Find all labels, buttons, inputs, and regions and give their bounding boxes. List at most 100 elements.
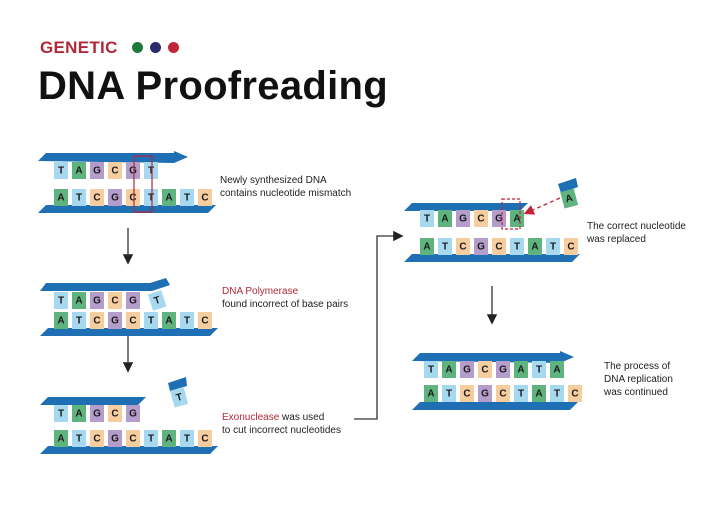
- svg-text:T: T: [424, 214, 430, 225]
- step1-top-nucleotide-a: A: [72, 162, 86, 179]
- svg-text:G: G: [93, 166, 101, 177]
- step4-bottom-nucleotide-c: C: [456, 238, 470, 255]
- step4-top-nucleotide-t: T: [420, 210, 434, 227]
- step1-top-nucleotide-t: T: [54, 162, 68, 179]
- step3-bottom-nucleotide-c: C: [90, 430, 104, 447]
- caption-step5-line3: was continued: [604, 387, 668, 398]
- svg-text:T: T: [536, 365, 542, 376]
- step2-top-nucleotide-g: G: [126, 292, 140, 309]
- step5-bottom-nucleotide-c: C: [568, 385, 582, 402]
- caption-step4-line1: The correct nucleotide: [587, 221, 686, 232]
- step3-bottom-nucleotide-t: T: [180, 430, 194, 447]
- svg-text:G: G: [495, 214, 503, 225]
- caption-step1-line1: Newly synthesized DNA: [220, 175, 327, 186]
- step5-top-nucleotide-t: T: [532, 361, 546, 378]
- step2-top-nucleotide-c: C: [108, 292, 122, 309]
- step1-top-nucleotide-t: T: [144, 162, 158, 179]
- step2-bottom-nucleotide-c: C: [198, 312, 212, 329]
- svg-text:A: A: [423, 242, 430, 253]
- svg-text:C: C: [129, 193, 136, 204]
- svg-text:C: C: [111, 296, 118, 307]
- step3-top-nucleotide-g: G: [90, 405, 104, 422]
- step5-top-backbone: [412, 351, 574, 363]
- incoming-nucleotide-arrow: [523, 197, 561, 215]
- svg-text:C: C: [93, 193, 100, 204]
- caption-step5-line1: The process of: [604, 361, 671, 372]
- svg-text:A: A: [165, 434, 172, 445]
- step1-bottom-backbone: [38, 205, 216, 213]
- svg-text:C: C: [201, 316, 208, 327]
- step4-incoming-nucleotide-a: A: [560, 188, 579, 209]
- caption-step3-rest2: to cut incorrect nucleotides: [222, 425, 341, 436]
- svg-text:C: C: [567, 242, 574, 253]
- step2-bottom-nucleotide-a: A: [54, 312, 68, 329]
- step5-bottom-nucleotide-a: A: [532, 385, 546, 402]
- svg-text:A: A: [517, 365, 524, 376]
- svg-text:C: C: [111, 166, 118, 177]
- step3-bottom-nucleotide-c: C: [198, 430, 212, 447]
- step4-top-nucleotide-g: G: [492, 210, 506, 227]
- svg-text:T: T: [76, 434, 82, 445]
- step4-top-nucleotide-a: A: [510, 210, 524, 227]
- svg-text:G: G: [129, 409, 137, 420]
- flow-arrow-step3-to-step4: [354, 230, 404, 420]
- svg-text:G: G: [477, 242, 485, 253]
- svg-text:A: A: [165, 193, 172, 204]
- svg-text:A: A: [441, 214, 448, 225]
- step1-top-nucleotide-g: G: [90, 162, 104, 179]
- step2-bottom-nucleotide-t: T: [180, 312, 194, 329]
- dot-green-icon: [132, 42, 143, 53]
- step1-top-backbone: [38, 151, 188, 163]
- svg-text:G: G: [93, 409, 101, 420]
- step1-bottom-nucleotide-t: T: [180, 189, 194, 206]
- svg-text:G: G: [499, 365, 507, 376]
- svg-text:A: A: [553, 365, 560, 376]
- caption-step5-line2: DNA replication: [604, 374, 673, 385]
- svg-text:T: T: [58, 409, 64, 420]
- step3-removed-nucleotide-t: T: [170, 387, 189, 408]
- step4-bottom-nucleotide-t: T: [438, 238, 452, 255]
- svg-text:T: T: [58, 296, 64, 307]
- step3-bottom-nucleotide-g: G: [108, 430, 122, 447]
- svg-text:A: A: [564, 193, 574, 205]
- svg-text:A: A: [75, 409, 82, 420]
- step3-bottom-nucleotide-t: T: [144, 430, 158, 447]
- step3-bottom-nucleotide-t: T: [72, 430, 86, 447]
- svg-text:A: A: [75, 296, 82, 307]
- step5-top-nucleotide-a: A: [550, 361, 564, 378]
- step5-bottom-nucleotide-c: C: [496, 385, 510, 402]
- step3-bottom-nucleotide-c: C: [126, 430, 140, 447]
- step4-bottom-nucleotide-g: G: [474, 238, 488, 255]
- highlights: [133, 155, 561, 230]
- step1-bottom-nucleotide-c: C: [90, 189, 104, 206]
- step2-tilted-nucleotide-t: T: [147, 290, 167, 311]
- svg-text:A: A: [427, 389, 434, 400]
- svg-text:T: T: [148, 193, 154, 204]
- step1-bottom-nucleotide-g: G: [108, 189, 122, 206]
- svg-text:T: T: [550, 242, 556, 253]
- step1-bottom-nucleotide-a: A: [162, 189, 176, 206]
- dot-red-icon: [168, 42, 179, 53]
- svg-text:T: T: [76, 193, 82, 204]
- svg-text:T: T: [446, 389, 452, 400]
- svg-text:C: C: [93, 434, 100, 445]
- step2-bottom-nucleotide-c: C: [126, 312, 140, 329]
- step4-bottom-nucleotide-a: A: [420, 238, 434, 255]
- svg-text:T: T: [554, 389, 560, 400]
- step1-bottom-nucleotide-a: A: [54, 189, 68, 206]
- step2-bottom-nucleotide-c: C: [90, 312, 104, 329]
- step4-incoming-backbone-fragment: [558, 178, 578, 193]
- svg-text:C: C: [571, 389, 578, 400]
- svg-text:G: G: [111, 434, 119, 445]
- svg-text:T: T: [184, 193, 190, 204]
- svg-text:G: G: [93, 296, 101, 307]
- step4-bottom-nucleotide-c: C: [564, 238, 578, 255]
- step1-top-nucleotide-c: C: [108, 162, 122, 179]
- replacement-highlight-box: [501, 198, 521, 230]
- svg-text:A: A: [513, 214, 520, 225]
- step4-bottom-nucleotide-t: T: [510, 238, 524, 255]
- svg-text:G: G: [111, 316, 119, 327]
- step1-top-nucleotide-g: G: [126, 162, 140, 179]
- caption-step5: The process of DNA replication was conti…: [604, 360, 673, 399]
- svg-text:A: A: [57, 316, 64, 327]
